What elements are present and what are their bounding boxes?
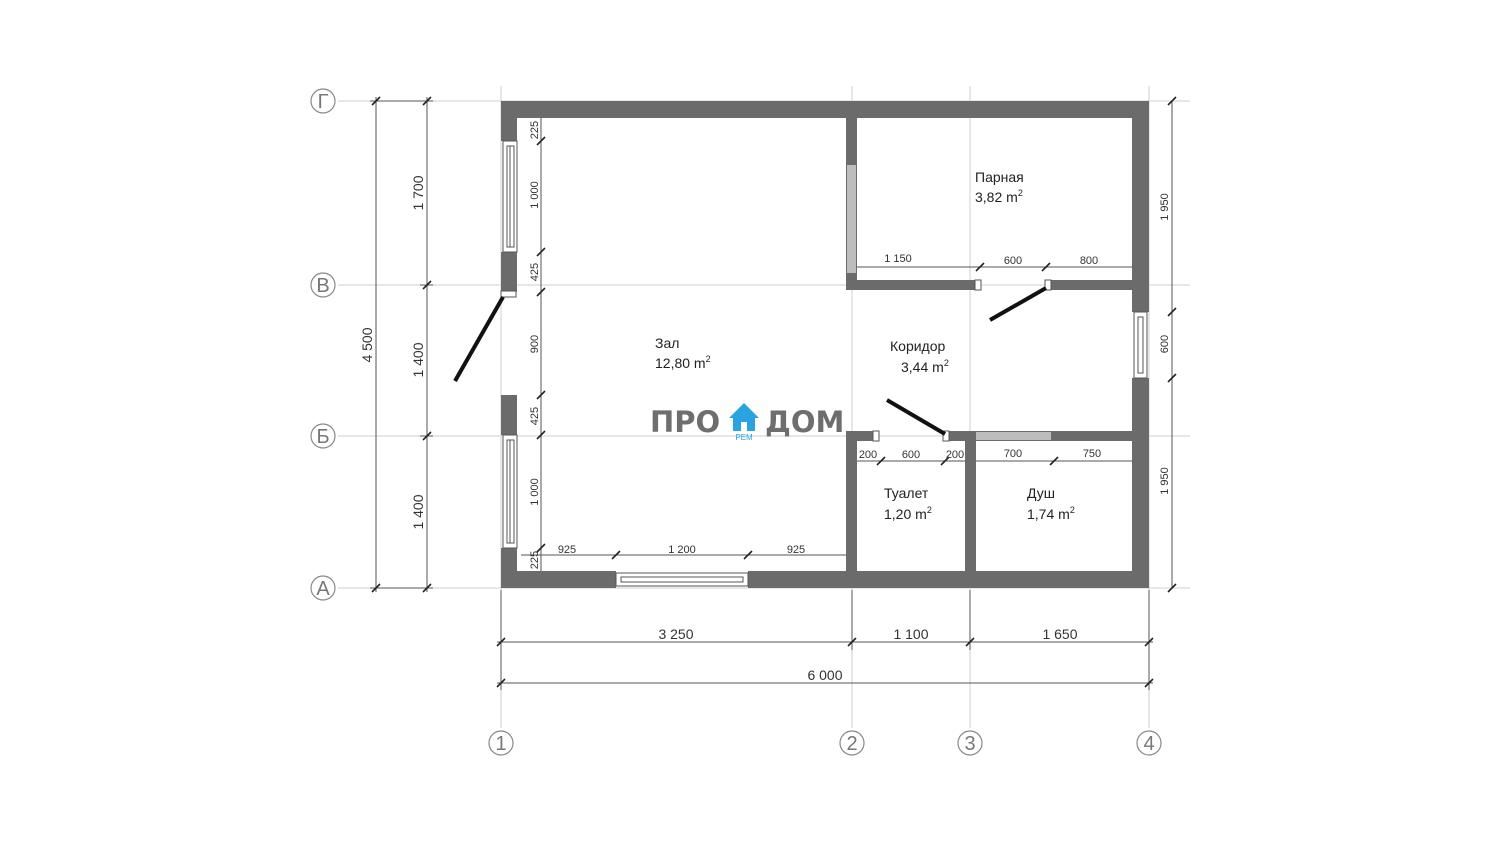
dim-parnaya-1: 1 150 <box>884 253 912 265</box>
dim-toilet-3: 200 <box>946 449 964 461</box>
wall-left-pier-2 <box>501 395 517 435</box>
room-name-shower: Душ <box>1027 485 1055 501</box>
axis-bubble-b <box>310 423 336 449</box>
axis-bubble-g <box>310 88 336 114</box>
dimension-ticks <box>371 96 1177 688</box>
axis-labels: Г В Б А 1 2 3 4 <box>316 91 1154 755</box>
dim-toilet-2: 600 <box>902 449 920 461</box>
door-leaf-toilet <box>885 398 947 436</box>
dim-shower-2: 750 <box>1083 448 1101 460</box>
partition-toilet-shower <box>965 431 976 571</box>
wall-left-top <box>501 101 517 141</box>
dim-wall-top-1: 225 <box>529 121 541 139</box>
dim-zal-2: 1 200 <box>668 544 696 556</box>
doors <box>453 279 1052 442</box>
axis-bubble-a <box>310 575 336 601</box>
axis-bubble-v <box>310 272 336 298</box>
logo-text-left: ПРО <box>650 405 720 439</box>
dim-left-total: 4 500 <box>359 327 375 362</box>
dim-wall-bottom-1: 425 <box>529 407 541 425</box>
door-jamb-parnaya-a <box>974 279 982 291</box>
dimension-lines <box>370 97 1173 690</box>
axis-label-v: В <box>316 275 329 297</box>
axis-label-b: Б <box>316 426 329 448</box>
logo-subtext: РЕМ <box>735 433 753 442</box>
dim-right-1: 1 950 <box>1159 193 1171 221</box>
room-name-corridor: Коридор <box>890 338 946 354</box>
room-area-toilet: 1,20 m2 <box>884 505 932 522</box>
door-jamb-toilet-b <box>942 430 950 442</box>
dim-wall-bottom-3: 225 <box>529 551 541 569</box>
room-area-parnaya: 3,82 m2 <box>975 188 1023 205</box>
dim-zal-3: 925 <box>787 544 805 556</box>
dim-parnaya-3: 800 <box>1080 255 1098 267</box>
room-labels: Зал 12,80 m2 Парная 3,82 m2 Коридор 3,44… <box>655 169 1075 522</box>
dim-wall-bottom-2: 1 000 <box>529 478 541 506</box>
dim-bottom-total: 6 000 <box>807 667 842 683</box>
door-leaf-parnaya <box>989 286 1047 322</box>
partition-corridor-bottom-a <box>846 431 873 441</box>
wall-bottom-right <box>748 571 1149 588</box>
dim-bottom-1: 3 250 <box>658 626 693 642</box>
logo: ПРО ДОМ РЕМ <box>650 403 844 442</box>
dim-right-3: 1 950 <box>1159 467 1171 495</box>
room-area-shower: 1,74 m2 <box>1027 505 1075 522</box>
dim-zal-1: 925 <box>558 544 576 556</box>
room-name-toilet: Туалет <box>884 485 929 501</box>
glass-panels <box>847 165 1051 440</box>
axis-label-1: 1 <box>495 733 506 755</box>
room-name-parnaya: Парная <box>975 169 1024 185</box>
door-jamb-entrance <box>500 290 517 298</box>
dim-wall-mid: 900 <box>529 335 541 353</box>
axis-label-4: 4 <box>1143 733 1154 755</box>
dim-bottom-2: 1 100 <box>893 626 928 642</box>
window-left-top <box>502 140 518 253</box>
room-area-zal: 12,80 m2 <box>655 354 711 371</box>
axis-label-3: 3 <box>964 733 975 755</box>
dim-left-1: 1 700 <box>410 175 426 210</box>
axis-label-2: 2 <box>846 733 857 755</box>
wall-top <box>501 101 1149 118</box>
dim-right-2: 600 <box>1159 335 1171 353</box>
wall-left-pier-1 <box>501 252 517 292</box>
glass-panel-parnaya <box>847 165 856 273</box>
window-bottom <box>615 572 749 587</box>
wall-left-bottom <box>501 548 517 588</box>
axis-bubbles <box>310 88 1162 756</box>
dim-left-2: 1 400 <box>410 342 426 377</box>
axis-label-g: Г <box>318 91 329 113</box>
axis-bubble-4 <box>1136 730 1162 756</box>
dim-wall-top-3: 425 <box>529 263 541 281</box>
glass-panel-shower <box>976 432 1051 440</box>
door-jamb-toilet-a <box>872 430 880 442</box>
door-leaf-entrance <box>453 296 505 382</box>
dim-left-3: 1 400 <box>410 494 426 529</box>
axis-label-a: А <box>316 578 330 600</box>
dimension-labels: 3 250 1 100 1 650 6 000 4 500 1 700 1 40… <box>359 121 1171 683</box>
windows <box>502 140 1148 587</box>
wall-right-top <box>1132 101 1149 312</box>
dim-shower-1: 700 <box>1004 448 1022 460</box>
house-icon <box>729 403 759 431</box>
dim-toilet-1: 200 <box>859 449 877 461</box>
partition-toilet-left <box>846 431 857 571</box>
dim-parnaya-2: 600 <box>1004 255 1022 267</box>
dim-bottom-3: 1 650 <box>1042 626 1077 642</box>
dim-wall-top-2: 1 000 <box>529 181 541 209</box>
wall-bottom-left <box>501 571 616 588</box>
room-area-corridor: 3,44 m2 <box>901 358 949 375</box>
wall-right-bottom <box>1132 378 1149 588</box>
partition-parnaya-bottom-a <box>846 280 975 290</box>
partition-parnaya-bottom-b <box>1050 280 1132 290</box>
axis-bubble-1 <box>488 730 514 756</box>
room-name-zal: Зал <box>655 335 679 351</box>
door-jamb-parnaya-b <box>1044 279 1052 291</box>
window-right <box>1133 311 1148 379</box>
window-left-bottom <box>502 434 518 549</box>
logo-text-right: ДОМ <box>765 405 844 439</box>
axis-bubble-2 <box>839 730 865 756</box>
axis-bubble-3 <box>957 730 983 756</box>
